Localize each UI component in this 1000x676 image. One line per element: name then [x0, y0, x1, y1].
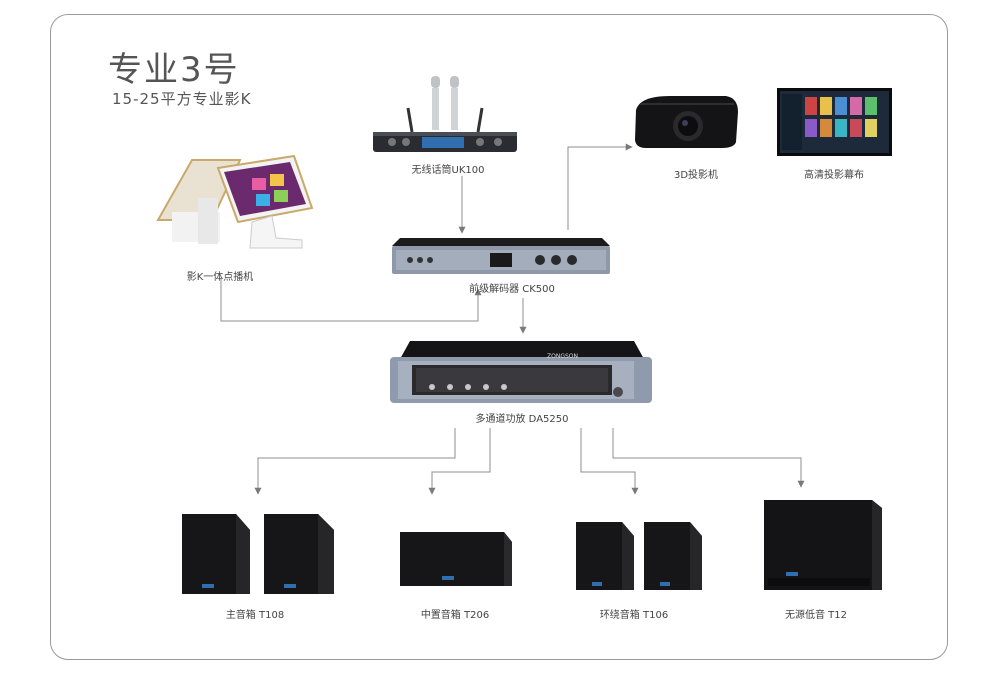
wire-amp-to-surround	[580, 428, 639, 495]
surround-speaker-label: 环绕音箱 T106	[599, 610, 669, 621]
wire-amp-to-center	[428, 428, 491, 495]
wire-player-to-decoder	[220, 278, 482, 322]
wire-decoder-to-projector	[567, 143, 633, 230]
diagram-frame	[50, 14, 948, 660]
screen-label: 高清投影幕布	[804, 170, 864, 181]
wire-amp-to-main	[254, 428, 456, 495]
center-speaker-image	[400, 532, 512, 586]
projection-screen-image	[777, 88, 892, 156]
subwoofer-image	[764, 500, 882, 590]
wireless-mic-image	[373, 76, 517, 152]
decoder-label: 前级解码器 CK500	[469, 284, 555, 295]
decoder-image	[392, 238, 610, 274]
page-subtitle: 15-25平方专业影K	[112, 90, 252, 108]
center-speaker-label: 中置音箱 T206	[420, 610, 490, 621]
mic-label: 无线话筒UK100	[411, 165, 485, 176]
projector-label: 3D投影机	[673, 170, 719, 181]
player-label: 影K一体点播机	[186, 272, 254, 283]
wire-amp-to-sub	[612, 428, 805, 488]
surround-speakers-image	[576, 522, 702, 590]
page-title: 专业3号	[108, 50, 240, 90]
main-speakers-image	[182, 514, 334, 594]
ksong-player-image	[156, 154, 314, 249]
amplifier-label: 多通道功放 DA5250	[475, 414, 569, 425]
amp-brand-logo: ZONGSON	[547, 353, 578, 360]
subwoofer-label: 无源低音 T12	[784, 610, 848, 621]
amplifier-image	[390, 341, 652, 403]
main-speaker-label: 主音箱 T108	[225, 610, 285, 621]
projector-image	[635, 96, 738, 148]
